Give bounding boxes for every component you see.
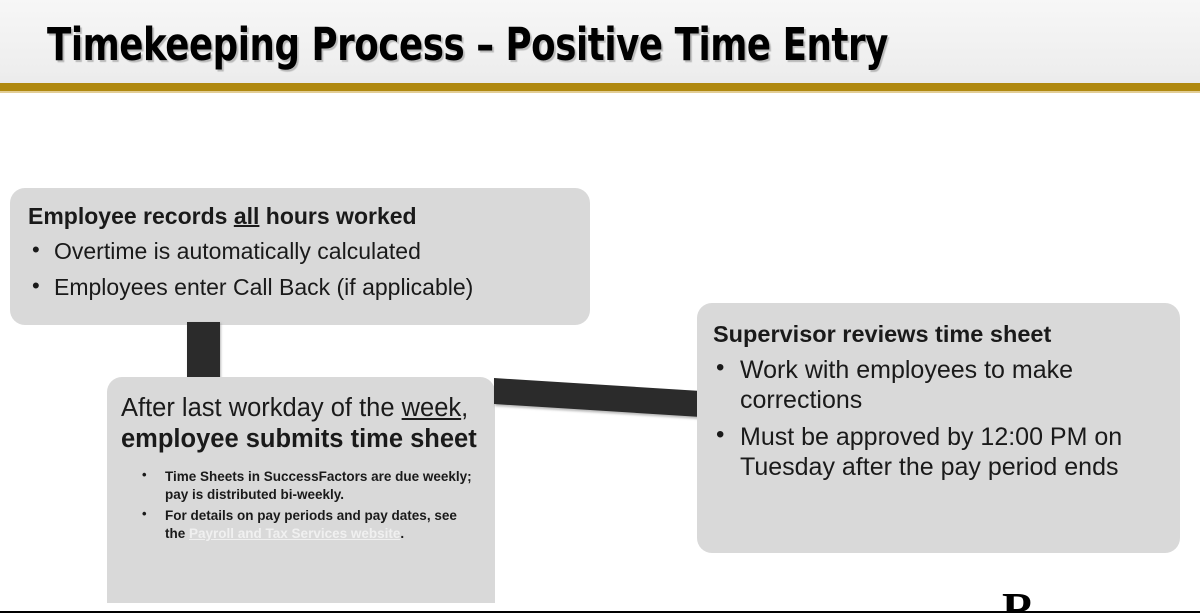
list-item: Employees enter Call Back (if applicable… xyxy=(28,273,572,301)
heading-text-part2: hours worked xyxy=(259,203,417,229)
sub-bullet-text: For details on pay periods and pay dates… xyxy=(165,508,457,541)
process-box-supervisor-reviews: Supervisor reviews time sheet Work with … xyxy=(697,303,1180,553)
list-item: Work with employees to make corrections xyxy=(713,354,1164,415)
payroll-tax-services-link[interactable]: Payroll and Tax Services website xyxy=(189,525,401,541)
page-title: Timekeeping Process – Positive Time Entr… xyxy=(47,18,888,71)
connector-arrow-right xyxy=(494,378,699,417)
list-item: For details on pay periods and pay dates… xyxy=(121,506,479,542)
heading-text-part1: After last workday of the xyxy=(121,394,402,422)
slide-bottom-edge xyxy=(0,611,1200,613)
process-box-employee-submits: After last workday of the week, employee… xyxy=(107,377,495,603)
process-box-employee-records: Employee records all hours worked Overti… xyxy=(10,188,590,325)
list-item: Time Sheets in SuccessFactors are due we… xyxy=(121,467,479,503)
header-band xyxy=(0,0,1200,83)
header-gold-rule-highlight xyxy=(0,91,1200,93)
heading-text-emphasis: week xyxy=(401,394,462,422)
box-heading-supervisor-reviews: Supervisor reviews time sheet xyxy=(713,321,1052,347)
heading-text-emphasis: all xyxy=(233,203,260,229)
heading-text-bold: employee submits time sheet xyxy=(121,425,477,454)
heading-text-part1: Employee records xyxy=(28,203,234,229)
list-item: Overtime is automatically calculated xyxy=(28,237,572,265)
sub-bullet-list-employee-submits: Time Sheets in SuccessFactors are due we… xyxy=(121,467,479,542)
header-gold-rule xyxy=(0,83,1200,91)
bullet-list-supervisor-reviews: Work with employees to make corrections … xyxy=(713,354,1164,482)
footer-logo-glyph: R xyxy=(1002,583,1036,613)
connector-arrow-down xyxy=(187,322,220,380)
box-heading-employee-submits: After last workday of the week, employee… xyxy=(121,393,479,455)
heading-text-part2: , xyxy=(461,394,469,422)
bullet-list-employee-records: Overtime is automatically calculated Emp… xyxy=(28,237,572,301)
box-heading-employee-records: Employee records all hours worked xyxy=(28,203,572,229)
list-item: Must be approved by 12:00 PM on Tuesday … xyxy=(713,421,1164,482)
sub-bullet-text: Time Sheets in SuccessFactors are due we… xyxy=(165,469,472,502)
sub-bullet-text-tail: . xyxy=(400,525,405,541)
